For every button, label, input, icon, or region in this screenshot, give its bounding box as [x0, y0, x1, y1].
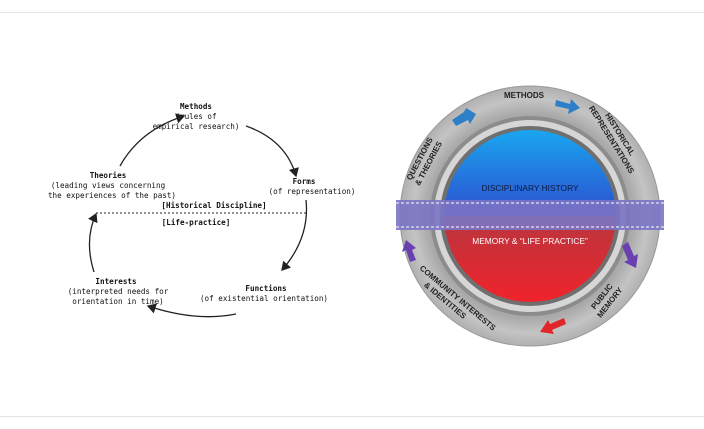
forms-title: Forms	[293, 177, 316, 186]
arc-theories-to-methods	[119, 113, 186, 167]
theories-line-2: the experiences of the past)	[48, 191, 176, 200]
center-bottom-label: MEMORY & “LIFE PRACTICE”	[472, 236, 588, 246]
purple-band	[396, 200, 664, 230]
interests-line-2: orientation in time)	[72, 297, 163, 306]
top-rule	[0, 12, 704, 13]
methods-line-2: empirical research)	[153, 122, 240, 131]
right-circle-diagram: DISCIPLINARY HISTORY MEMORY & “LIFE PRAC…	[396, 85, 664, 347]
bottom-rule	[0, 416, 704, 417]
arc-forms-to-functions	[281, 199, 308, 271]
methods-title: Methods	[180, 102, 212, 111]
left-cycle-diagram: Methods (rules of empirical research) Fo…	[48, 102, 356, 318]
arc-functions-to-interests	[146, 303, 237, 318]
arrow-red-icon	[540, 318, 566, 334]
theories-line-1: (leading views concerning	[51, 181, 165, 190]
arrow-purple-left-icon	[402, 240, 416, 262]
theories-title: Theories	[90, 171, 127, 180]
arrow-blue-right-icon	[555, 99, 580, 114]
center-top-label: DISCIPLINARY HISTORY	[481, 183, 579, 193]
forms-line-1: (of representation)	[269, 187, 356, 196]
arrow-blue-left-icon	[452, 108, 476, 126]
arrow-purple-right-icon	[622, 242, 638, 268]
divider-bottom-label: [Life-practice]	[162, 218, 231, 227]
interests-title: Interests	[95, 277, 136, 286]
arc-methods-to-forms	[245, 125, 299, 178]
functions-title: Functions	[245, 284, 286, 293]
methods-line-1: (rules of	[175, 112, 216, 121]
functions-line-1: (of existential orientation)	[200, 294, 328, 303]
divider-top-label: [Historical Discipline]	[161, 201, 266, 210]
arc-interests-to-theories	[88, 212, 98, 273]
interests-line-1: (interpreted needs for	[68, 287, 169, 296]
ring-label-methods: METHODS	[504, 91, 545, 100]
